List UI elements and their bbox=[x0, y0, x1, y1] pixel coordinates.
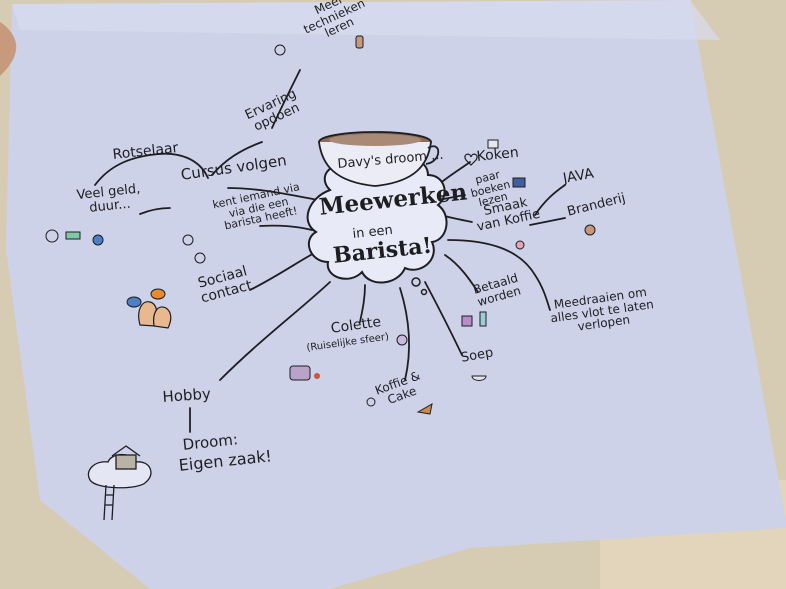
cloud-dot-1 bbox=[411, 277, 421, 287]
hand-fingers bbox=[0, 22, 17, 76]
roaster-icon bbox=[584, 224, 596, 236]
coin-icon bbox=[92, 234, 104, 246]
treehouse-icon bbox=[87, 445, 152, 521]
cake-icon bbox=[416, 403, 433, 415]
smiley-icon-2 bbox=[194, 252, 206, 264]
faces-icon bbox=[126, 288, 172, 329]
line-rotselaar bbox=[94, 152, 209, 186]
line-geld bbox=[139, 207, 171, 215]
line-soep bbox=[424, 281, 463, 356]
line-branderij bbox=[529, 217, 566, 226]
paper-glare bbox=[12, 0, 720, 40]
cup-small-icon bbox=[366, 397, 376, 407]
line-technieken bbox=[271, 69, 301, 129]
line-betaald bbox=[444, 254, 479, 293]
label-hobby: Hobby bbox=[161, 384, 212, 406]
cloud-dot-2 bbox=[420, 288, 428, 296]
line-cursus bbox=[227, 187, 319, 201]
line-java bbox=[534, 184, 566, 216]
line-kent bbox=[259, 224, 313, 231]
cup-tiny-icon bbox=[274, 44, 286, 56]
heart-icon bbox=[464, 153, 478, 166]
line-koffie bbox=[399, 287, 411, 381]
line-meedraaien bbox=[447, 239, 551, 311]
coffee-bean-icon bbox=[515, 240, 525, 250]
book-icon bbox=[512, 177, 526, 188]
kitchen-icon bbox=[487, 139, 499, 149]
money-icon bbox=[65, 231, 81, 240]
line-colette bbox=[359, 284, 366, 323]
bowl-icon bbox=[471, 375, 487, 381]
bottle-icon bbox=[479, 311, 487, 327]
wallet-icon bbox=[461, 315, 473, 327]
line-ervaring bbox=[211, 141, 263, 176]
paper-sheet bbox=[6, 0, 786, 589]
coffee-cup-icon bbox=[318, 131, 440, 187]
milk-jug-icon bbox=[355, 35, 364, 49]
cupcake-icon bbox=[314, 373, 320, 379]
line-hobby bbox=[219, 281, 331, 381]
smiley-icon bbox=[182, 234, 194, 246]
pillow-icon bbox=[289, 365, 311, 381]
worried-face-icon bbox=[45, 229, 59, 243]
ghost-icon bbox=[396, 334, 408, 346]
